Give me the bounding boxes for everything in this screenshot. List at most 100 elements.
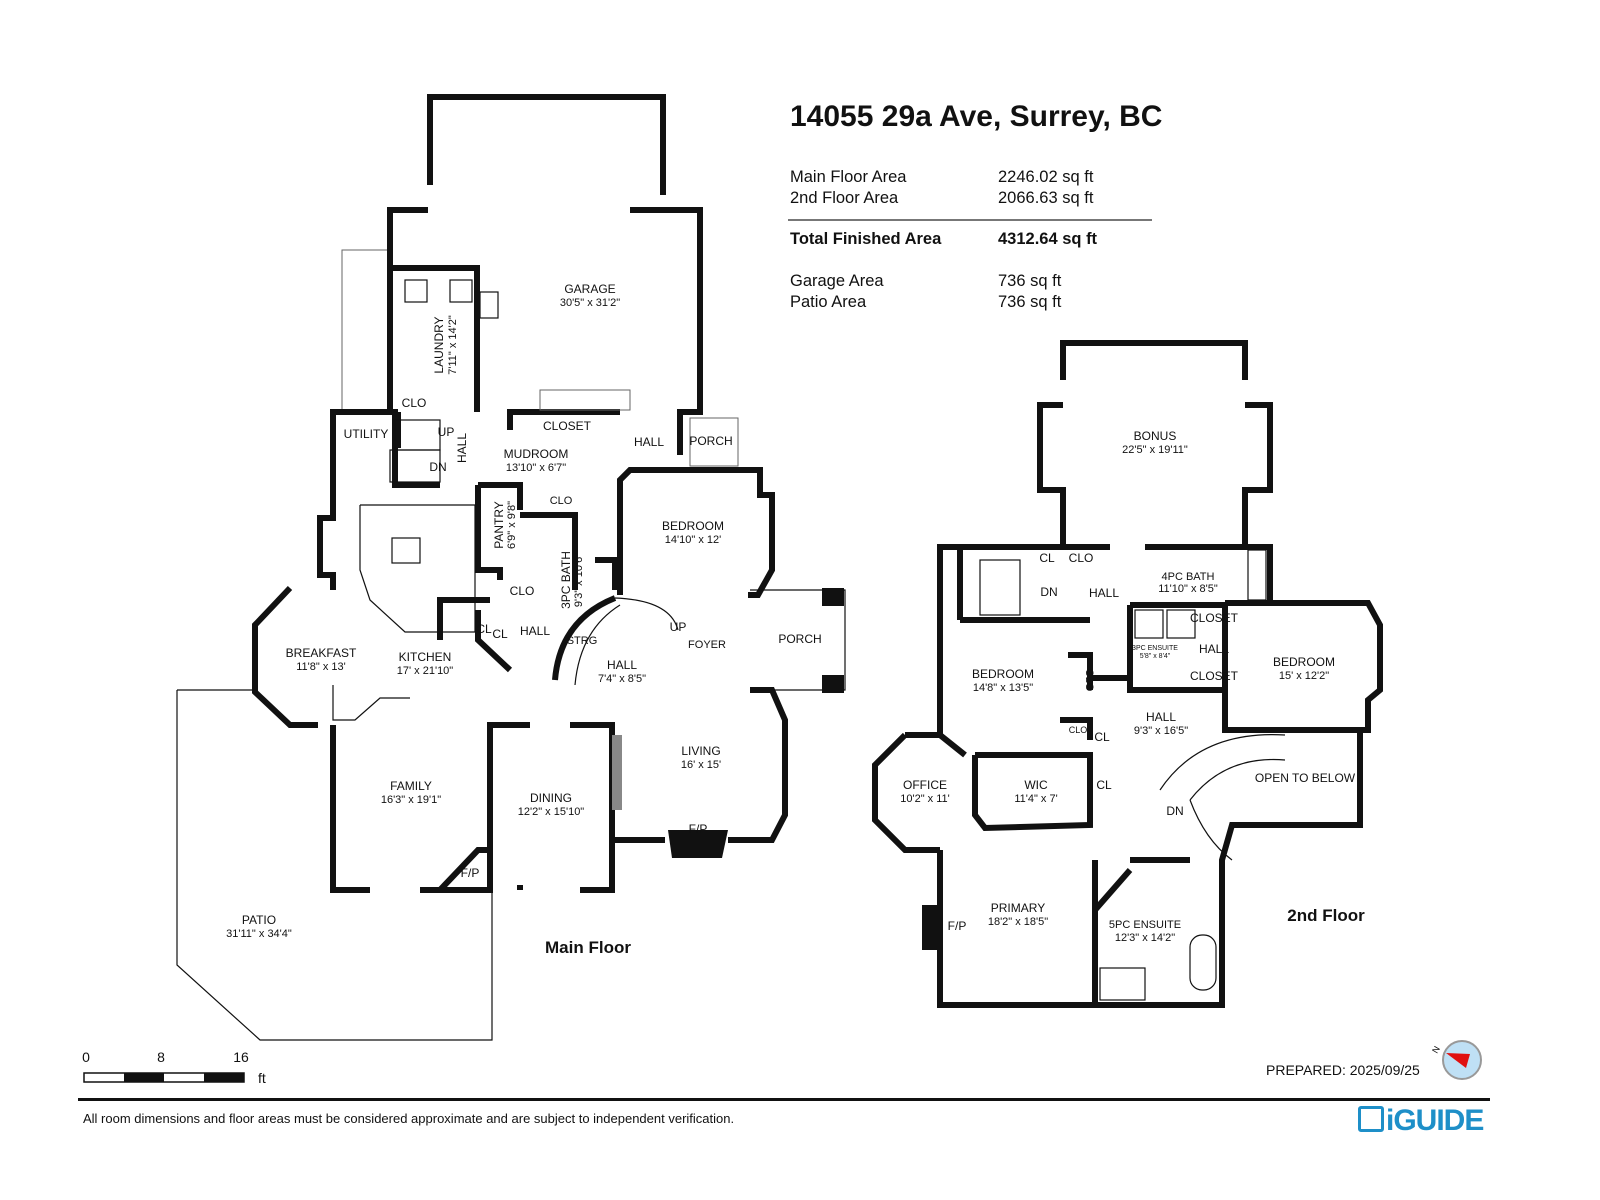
fireplace-label: F/P: [948, 919, 967, 933]
footer-divider: [78, 1098, 1490, 1101]
divider: [788, 219, 1152, 221]
room-pantry: PANTRY: [492, 501, 506, 549]
room-primary: PRIMARY: [991, 901, 1045, 915]
room-5pc-ensuite-dims: 12'3" x 14'2": [1115, 932, 1175, 944]
room-4pc-bath-dims: 11'10" x 8'5": [1158, 583, 1218, 595]
room-kitchen: KITCHEN: [399, 650, 452, 664]
logo-text: iGUIDE: [1386, 1104, 1484, 1137]
scale-unit: ft: [258, 1070, 266, 1086]
prepared-date: PREPARED: 2025/09/25: [1266, 1062, 1420, 1078]
room-clo: CLO: [1083, 669, 1095, 692]
iguide-logo: iGUIDE: [1358, 1104, 1484, 1138]
total-area-label: Total Finished Area: [790, 230, 942, 248]
room-office: OFFICE: [903, 778, 947, 792]
patio-area-label: Patio Area: [790, 293, 867, 311]
room-hall-dims: 7'4" x 8'5": [598, 673, 646, 685]
room-mudroom: MUDROOM: [504, 447, 569, 461]
compass-north-label: N: [1430, 1044, 1442, 1055]
room-hall: HALL: [1146, 710, 1176, 724]
room-bedroom-dims: 14'10" x 12': [665, 534, 721, 546]
room-kitchen-dims: 17' x 21'10": [397, 665, 454, 677]
garage-area-label: Garage Area: [790, 272, 884, 290]
room-hall: HALL: [1199, 642, 1229, 656]
fireplace-label: F/P: [461, 866, 480, 880]
room-closet: CLOSET: [1190, 611, 1239, 625]
room-clo: CLO: [1069, 551, 1094, 565]
room-cl: CL: [1096, 778, 1112, 792]
room-foyer: FOYER: [688, 639, 726, 651]
stairs-down-label: DN: [1040, 585, 1057, 599]
stairs-up-label: UP: [670, 620, 687, 634]
room-3pc-bath: 3PC BATH: [559, 551, 573, 609]
scale-tick: 8: [157, 1049, 165, 1065]
open-to-below-label: OPEN TO BELOW: [1255, 771, 1356, 785]
room-3pc-ensuite-dims: 5'8" x 8'4": [1140, 653, 1171, 660]
room-bedroom-dims: 15' x 12'2": [1279, 670, 1329, 682]
room-porch: PORCH: [778, 632, 821, 646]
second-floor-labels: BONUS 22'5" x 19'11" CL CLO DN HALL 4PC …: [900, 429, 1365, 944]
room-garage: GARAGE: [564, 282, 615, 296]
logo-icon: [1358, 1106, 1384, 1132]
room-closet: CLOSET: [1190, 669, 1239, 683]
room-mudroom-dims: 13'10" x 6'7": [506, 462, 566, 474]
main-floor-labels: GARAGE 30'5" x 31'2" LAUNDRY 7'11" x 14'…: [226, 282, 821, 957]
room-storage: STRG: [567, 635, 598, 647]
patio-area-value: 736 sq ft: [998, 293, 1062, 311]
room-dining: DINING: [530, 791, 572, 805]
room-living: LIVING: [681, 744, 720, 758]
room-bonus: BONUS: [1134, 429, 1177, 443]
room-utility: UTILITY: [344, 427, 389, 441]
room-bedroom: BEDROOM: [972, 667, 1034, 681]
room-family-dims: 16'3" x 19'1": [381, 794, 441, 806]
room-primary-dims: 18'2" x 18'5": [988, 916, 1048, 928]
room-patio-dims: 31'11" x 34'4": [226, 928, 292, 940]
stairs-up-label: UP: [438, 425, 455, 439]
second-floor-area-value: 2066.63 sq ft: [998, 189, 1094, 207]
room-breakfast: BREAKFAST: [286, 646, 357, 660]
room-dining-dims: 12'2" x 15'10": [518, 806, 585, 818]
main-floor-area-label: Main Floor Area: [790, 168, 907, 186]
scale-tick: 16: [233, 1049, 249, 1065]
room-bedroom: BEDROOM: [1273, 655, 1335, 669]
floor-name-main: Main Floor: [545, 938, 631, 957]
floor-name-second: 2nd Floor: [1287, 906, 1365, 925]
room-5pc-ensuite: 5PC ENSUITE: [1109, 919, 1181, 931]
room-cl: CL: [1094, 730, 1110, 744]
room-hall: HALL: [520, 624, 550, 638]
room-hall: HALL: [634, 435, 664, 449]
room-4pc-bath: 4PC BATH: [1162, 571, 1215, 583]
room-cl: CL: [492, 627, 508, 641]
room-garage-dims: 30'5" x 31'2": [560, 297, 620, 309]
room-porch: PORCH: [689, 434, 732, 448]
fireplace-label: F/P: [689, 822, 708, 836]
room-cl: CL: [1039, 551, 1055, 565]
room-clo: CLO: [550, 495, 573, 507]
room-hall: HALL: [455, 433, 469, 463]
room-bedroom: BEDROOM: [662, 519, 724, 533]
scale-tick: 0: [82, 1049, 90, 1065]
second-floor-walls: [872, 340, 1383, 1008]
room-office-dims: 10'2" x 11': [900, 793, 950, 805]
room-clo: CLO: [510, 584, 535, 598]
total-area-value: 4312.64 sq ft: [998, 230, 1098, 248]
room-cl: CL: [476, 622, 492, 636]
room-hall-dims: 9'3" x 16'5": [1134, 725, 1188, 737]
second-floor-area-label: 2nd Floor Area: [790, 189, 899, 207]
room-family: FAMILY: [390, 779, 432, 793]
stairs-down-label: DN: [1166, 804, 1183, 818]
room-3pc-ensuite: 3PC ENSUITE: [1132, 645, 1178, 652]
room-bedroom-dims: 14'8" x 13'5": [973, 682, 1033, 694]
compass-icon: N: [1430, 1040, 1482, 1080]
room-3pc-bath-dims: 9'3" x 10'6": [573, 553, 585, 607]
disclaimer: All room dimensions and floor areas must…: [83, 1111, 735, 1126]
room-wic-dims: 11'4" x 7': [1014, 793, 1057, 805]
room-clo: CLO: [1069, 725, 1088, 735]
room-breakfast-dims: 11'8" x 13': [296, 661, 346, 673]
main-floor-area-value: 2246.02 sq ft: [998, 168, 1094, 186]
property-address: 14055 29a Ave, Surrey, BC: [790, 100, 1163, 133]
room-hall: HALL: [1089, 586, 1119, 600]
main-floor-walls: [176, 94, 846, 1041]
stairs-down-label: DN: [429, 460, 446, 474]
room-wic: WIC: [1024, 778, 1048, 792]
room-laundry-dims: 7'11" x 14'2": [447, 315, 459, 375]
